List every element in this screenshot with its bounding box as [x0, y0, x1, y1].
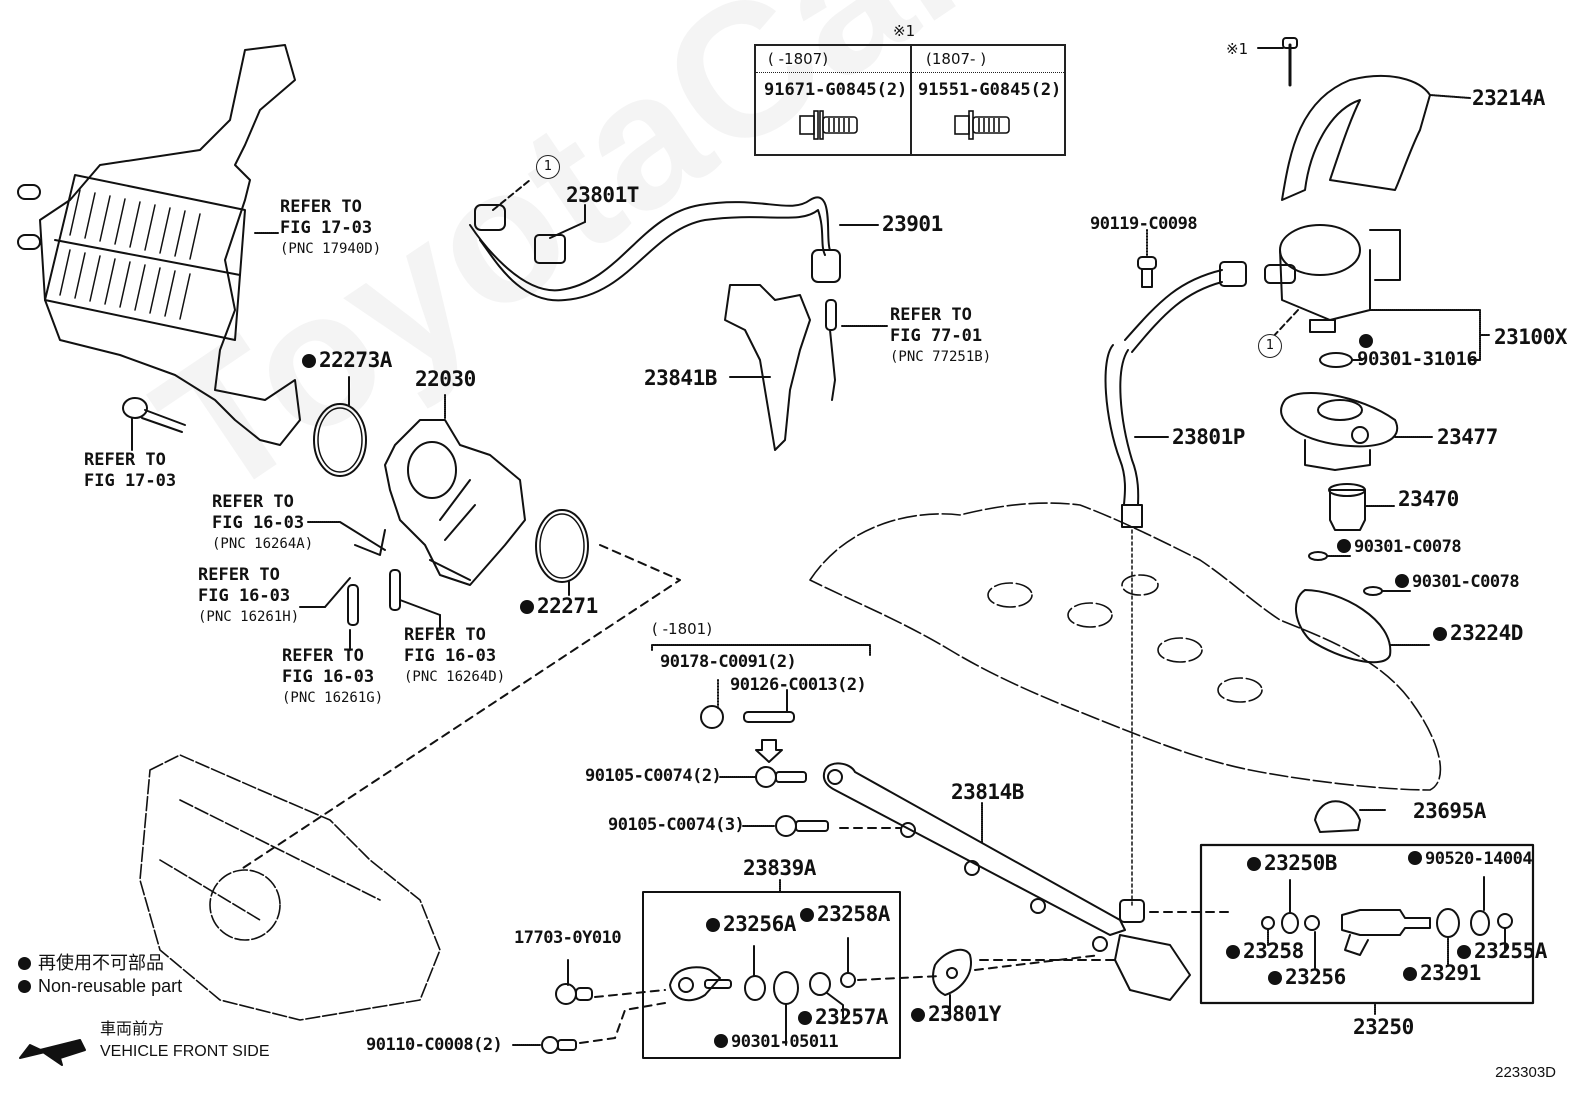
part-23250B[interactable]: 23250B — [1247, 853, 1337, 874]
part-90126-C0013[interactable]: 90126-C0013(2) — [730, 675, 867, 695]
part-23255A[interactable]: 23255A — [1457, 941, 1547, 962]
range-before-1801: ( -1801) — [652, 620, 713, 638]
refer-fig-17-03-pnc-17940D[interactable]: REFER TO FIG 17-03 (PNC 17940D) — [280, 197, 382, 257]
part-90178-C0091[interactable]: 90178-C0091(2) — [660, 652, 797, 672]
non-reusable-dot-icon — [1268, 971, 1282, 985]
part-23801T[interactable]: 23801T — [566, 183, 639, 207]
non-reusable-dot-icon — [18, 980, 31, 993]
gasket-22273A — [313, 403, 367, 477]
non-reusable-dot-icon — [714, 1034, 728, 1048]
engine-drawing — [139, 754, 441, 1021]
part-23257A[interactable]: 23257A — [798, 1007, 888, 1028]
part-23814B[interactable]: 23814B — [951, 780, 1024, 804]
legend-non-reusable: 再使用不可部品 Non-reusable part — [18, 952, 182, 998]
part-91671-G0845[interactable]: 91671-G0845(2) — [764, 80, 908, 100]
part-23256[interactable]: 23256 — [1268, 967, 1346, 988]
non-reusable-dot-icon — [1457, 945, 1471, 959]
table-range-before-1807: ( -1807) — [756, 46, 912, 73]
refer-fig-16-03-pnc-16264A[interactable]: REFER TO FIG 16-03 (PNC 16264A) — [212, 492, 314, 552]
figure-number: 223303D — [1495, 1064, 1556, 1081]
throttle-body-drawing — [384, 394, 526, 586]
part-23224D[interactable]: 23224D — [1433, 623, 1523, 644]
part-23250[interactable]: 23250 — [1353, 1015, 1414, 1039]
part-23839A[interactable]: 23839A — [743, 856, 816, 880]
part-22030[interactable]: 22030 — [415, 367, 476, 391]
non-reusable-dot-icon — [520, 600, 534, 614]
non-reusable-dot-icon — [1247, 857, 1261, 871]
note-mark-bolt: ※1 — [1226, 40, 1249, 58]
non-reusable-dot-icon — [1337, 539, 1351, 553]
part-90301-31016[interactable]: 90301-31016 — [1357, 334, 1478, 369]
part-90110-C0008[interactable]: 90110-C0008(2) — [366, 1035, 503, 1055]
part-23291[interactable]: 23291 — [1403, 963, 1481, 984]
front-arrow-icon — [22, 1036, 23, 1037]
refer-fig-16-03-pnc-16261H[interactable]: REFER TO FIG 16-03 (PNC 16261H) — [198, 565, 300, 625]
table-range-after-1807: (1807- ) — [912, 46, 1064, 73]
bolt-variant-table: ( -1807) (1807- ) 91671-G0845(2) 91551-G… — [754, 44, 1066, 156]
part-91551-G0845[interactable]: 91551-G0845(2) — [918, 80, 1062, 100]
part-22273A[interactable]: 22273A — [302, 350, 392, 371]
part-23695A[interactable]: 23695A — [1413, 799, 1486, 823]
non-reusable-dot-icon — [1395, 574, 1409, 588]
legend-line-jp: 再使用不可部品 — [18, 952, 182, 975]
non-reusable-dot-icon — [1403, 967, 1417, 981]
refer-fig-17-03[interactable]: REFER TO FIG 17-03 — [84, 450, 177, 491]
circle-ref-1-pump: 1 — [1258, 334, 1282, 358]
table-note-mark: ※1 — [893, 22, 916, 40]
part-90119-C0098[interactable]: 90119-C0098 — [1090, 214, 1198, 234]
intercooler-drawing — [17, 44, 301, 446]
refer-fig-16-03-pnc-16264D[interactable]: REFER TO FIG 16-03 (PNC 16264D) — [404, 625, 506, 685]
part-23801Y[interactable]: 23801Y — [911, 1004, 1001, 1025]
part-90520-14004[interactable]: 90520-14004 — [1408, 851, 1533, 868]
non-reusable-dot-icon — [1433, 627, 1447, 641]
part-23470[interactable]: 23470 — [1398, 487, 1459, 511]
non-reusable-dot-icon — [798, 1011, 812, 1025]
head-cover-drawing — [809, 502, 1442, 791]
part-23901[interactable]: 23901 — [882, 212, 943, 236]
part-23477[interactable]: 23477 — [1437, 425, 1498, 449]
non-reusable-dot-icon — [302, 354, 316, 368]
part-22271[interactable]: 22271 — [520, 596, 598, 617]
part-23258[interactable]: 23258 — [1226, 941, 1304, 962]
part-90105-C0074-3[interactable]: 90105-C0074(3) — [608, 815, 745, 835]
part-90105-C0074-2[interactable]: 90105-C0074(2) — [585, 766, 722, 786]
refer-fig-77-01-pnc-77251B[interactable]: REFER TO FIG 77-01 (PNC 77251B) — [890, 305, 992, 365]
part-23256A[interactable]: 23256A — [706, 914, 796, 935]
refer-fig-16-03-pnc-16261G[interactable]: REFER TO FIG 16-03 (PNC 16261G) — [282, 646, 384, 706]
part-23214A[interactable]: 23214A — [1472, 86, 1545, 110]
non-reusable-dot-icon — [1408, 851, 1422, 865]
legend-line-en: Non-reusable part — [18, 975, 182, 998]
non-reusable-dot-icon — [911, 1008, 925, 1022]
non-reusable-dot-icon — [1359, 334, 1373, 348]
vehicle-front-side-label: 車両前方 VEHICLE FRONT SIDE — [100, 1021, 270, 1060]
part-23100X[interactable]: 23100X — [1494, 325, 1567, 349]
non-reusable-dot-icon — [1226, 945, 1240, 959]
circle-ref-1-hose: 1 — [536, 155, 560, 179]
non-reusable-dot-icon — [18, 957, 31, 970]
part-17703-0Y010[interactable]: 17703-0Y010 — [514, 928, 622, 948]
part-23841B[interactable]: 23841B — [644, 366, 717, 390]
part-23258A[interactable]: 23258A — [800, 904, 890, 925]
part-90301-C0078-b[interactable]: 90301-C0078 — [1395, 574, 1520, 591]
non-reusable-dot-icon — [800, 908, 814, 922]
part-23801P[interactable]: 23801P — [1172, 425, 1245, 449]
part-90301-C0078-a[interactable]: 90301-C0078 — [1337, 539, 1462, 556]
non-reusable-dot-icon — [706, 918, 720, 932]
flange-bolt-icon — [799, 110, 858, 140]
flange-bolt-icon — [954, 110, 1010, 140]
part-90301-05011[interactable]: 90301-05011 — [714, 1034, 839, 1051]
